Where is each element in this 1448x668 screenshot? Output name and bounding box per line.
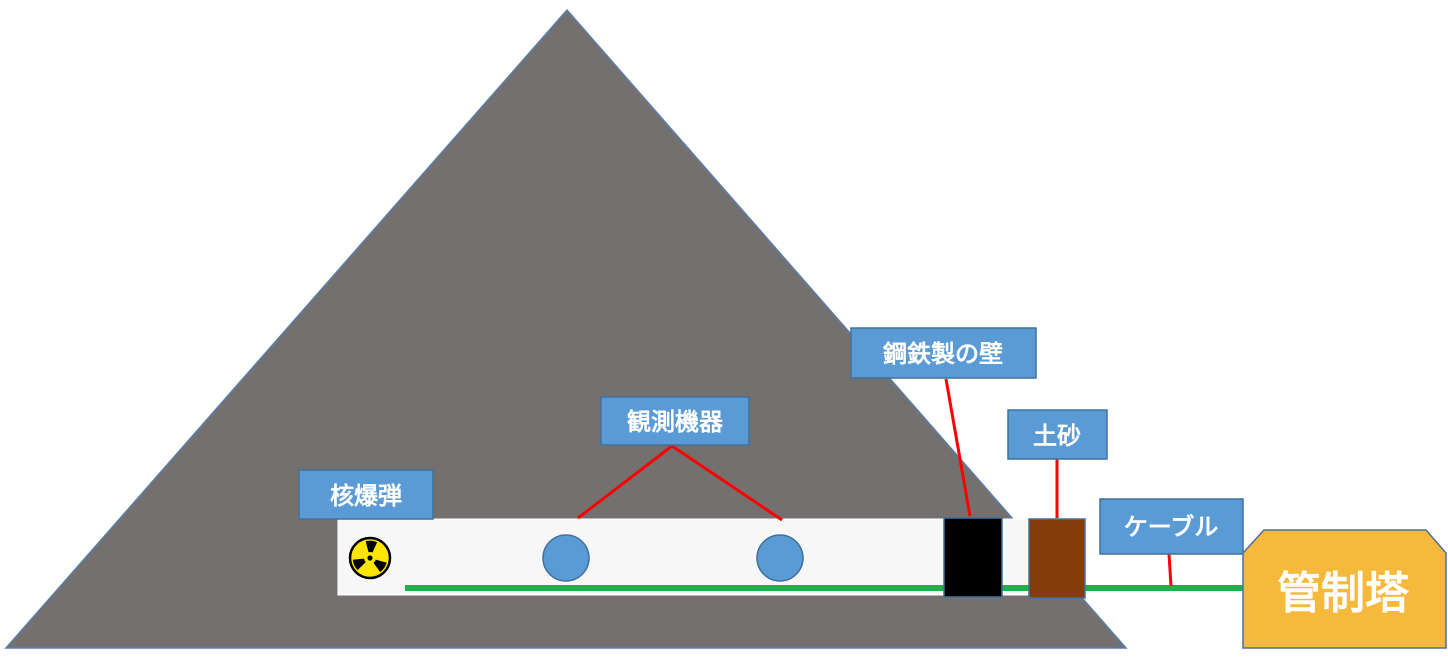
radiation-hazard-icon	[348, 536, 392, 580]
svg-text:管制塔: 管制塔	[1277, 568, 1410, 619]
cable-leader-line	[1167, 553, 1173, 587]
control-tower: 管制塔	[1242, 529, 1447, 649]
svg-text:ケーブル: ケーブル	[1124, 513, 1219, 541]
svg-text:観測機器: 観測機器	[627, 408, 724, 436]
soil-label: 土砂	[1007, 409, 1108, 460]
bomb-label: 核爆弾	[298, 469, 434, 520]
svg-text:鋼鉄製の壁: 鋼鉄製の壁	[883, 340, 1003, 368]
instruments-label: 観測機器	[600, 396, 750, 446]
svg-text:核爆弾: 核爆弾	[330, 482, 402, 510]
instrument-leader-line-2	[671, 444, 783, 522]
steel-wall-label: 鋼鉄製の壁	[850, 327, 1037, 379]
instrument-1	[542, 534, 590, 582]
mountain	[4, 8, 1128, 649]
cable-label: ケーブル	[1099, 498, 1244, 555]
steel-wall	[943, 517, 1003, 598]
instrument-leader-line-1	[577, 444, 673, 520]
instrument-2	[756, 534, 804, 582]
svg-text:土砂: 土砂	[1033, 422, 1081, 450]
steel-wall-leader-line	[944, 378, 972, 517]
soil-block	[1028, 518, 1086, 599]
